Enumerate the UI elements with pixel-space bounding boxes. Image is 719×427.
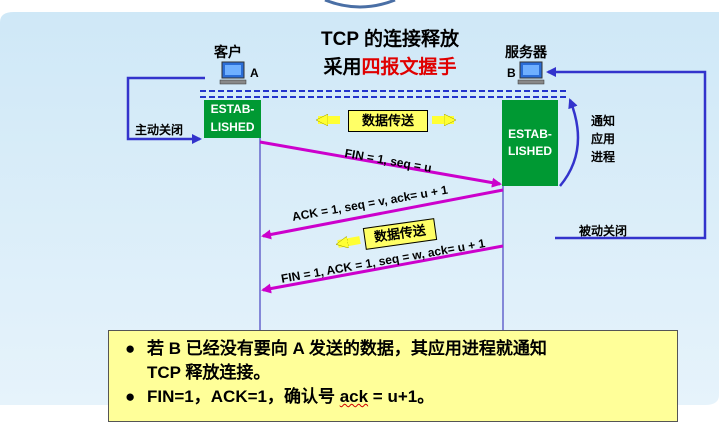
client-state-line-1: ESTAB- [210,102,255,116]
note-line-3: ●FIN=1，ACK=1，确认号 ack = u+1。 [125,385,677,409]
title-highlight: 四报文握手 [361,57,457,78]
note-line-2: TCP 释放连接。 [147,363,271,382]
notify-line-2: 应用 [591,132,616,146]
client-computer-icon [219,61,247,85]
bullet-icon: ● [125,387,136,406]
title-line-2: 采用四报文握手 [300,52,480,79]
server-state-line-1: ESTAB- [508,127,552,141]
client-label: 客户 [214,44,242,60]
notify-app-label: 通知 应用 进程 [591,112,615,166]
data-transfer-pill-1: 数据传送 [348,110,428,132]
server-state-line-2: LISHED [507,144,552,158]
notify-line-1: 通知 [591,114,616,128]
server-letter: B [507,66,516,80]
note-line-1: ●若 B 已经没有要向 A 发送的数据，其应用进程就通知 [125,337,677,361]
explanation-note: ●若 B 已经没有要向 A 发送的数据，其应用进程就通知 TCP 释放连接。 ●… [108,330,678,422]
passive-close-label: 被动关闭 [579,224,628,238]
server-established-state: ESTAB- LISHED [502,100,558,186]
notify-line-3: 进程 [591,150,616,164]
active-close-label: 主动关闭 [135,123,184,137]
server-computer-icon [517,61,545,85]
server-label: 服务器 [505,44,547,60]
title-line-1: TCP 的连接释放 [321,29,459,50]
bullet-icon: ● [125,339,136,358]
client-established-state: ESTAB- LISHED [204,100,261,138]
title-prefix: 采用 [323,57,362,78]
client-state-line-2: LISHED [210,120,255,134]
client-letter: A [250,66,259,80]
